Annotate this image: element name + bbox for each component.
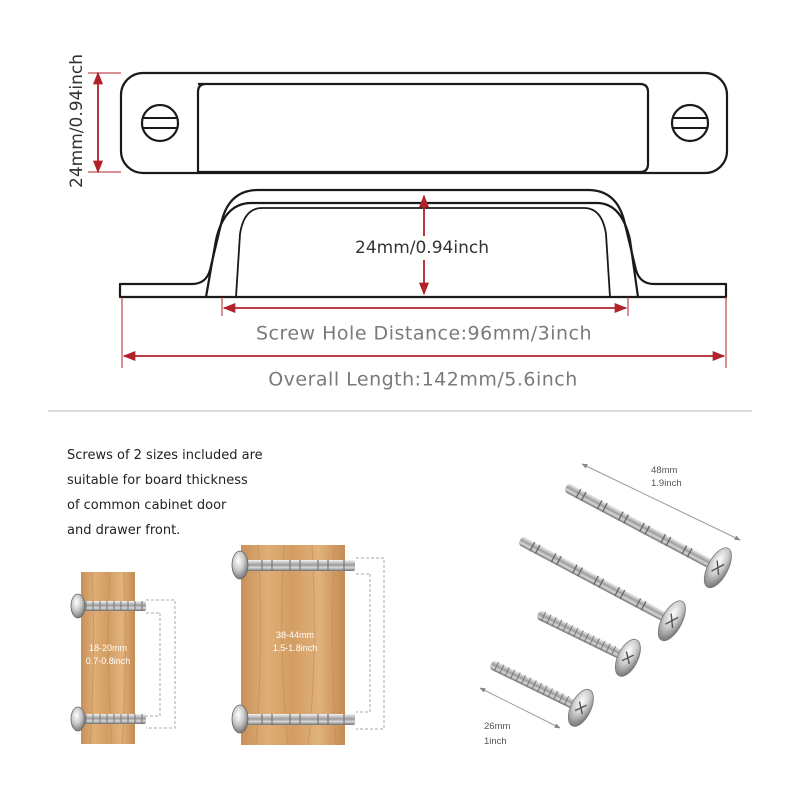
thick-board-bracket bbox=[356, 557, 385, 730]
thin-board-illustration bbox=[70, 571, 176, 745]
long-screw-dimension bbox=[581, 463, 741, 541]
description-line: and drawer front. bbox=[67, 523, 181, 538]
description-line: Screws of 2 sizes included are bbox=[67, 448, 263, 463]
thin-board-bottom-screw bbox=[70, 706, 146, 732]
thick-board-top-screw bbox=[231, 550, 355, 580]
handle-outer-outline bbox=[119, 71, 729, 175]
short-screw-2 bbox=[490, 660, 594, 727]
overall-length-label: Overall Length:142mm/5.6inch bbox=[268, 369, 578, 391]
handle-top-view bbox=[119, 71, 729, 175]
description-line: of common cabinet door bbox=[67, 498, 227, 513]
screw-hole-left bbox=[140, 103, 180, 143]
overall-length-dimension bbox=[121, 297, 727, 368]
description-line: suitable for board thickness bbox=[67, 473, 248, 488]
thin-board-top-screw bbox=[70, 593, 146, 619]
thick-board-illustration bbox=[231, 544, 385, 746]
screw-hole-distance-dimension bbox=[221, 297, 629, 316]
description-text: Screws of 2 sizes included are suitable … bbox=[67, 443, 297, 543]
center-height-label: 24mm/0.94inch bbox=[355, 238, 489, 258]
screw-hole-right bbox=[670, 103, 710, 143]
thin-board-label-inch: 0.7-0.8inch bbox=[86, 656, 131, 666]
side-height-label: 24mm/0.94inch bbox=[67, 54, 87, 188]
center-label-backdrop bbox=[336, 236, 514, 260]
short-screw-label-mm: 26mm bbox=[484, 721, 510, 732]
thick-board-bottom-screw bbox=[231, 704, 355, 734]
thick-board-label-mm: 38-44mm bbox=[276, 630, 314, 640]
thin-board-bracket bbox=[146, 599, 176, 729]
side-height-dimension bbox=[88, 71, 121, 174]
short-screw-1 bbox=[537, 610, 641, 677]
short-screw-dimension bbox=[479, 687, 561, 729]
short-screw-label-inch: 1inch bbox=[484, 736, 507, 747]
screw-hole-distance-label: Screw Hole Distance:96mm/3inch bbox=[256, 323, 592, 345]
long-screw-label-inch: 1.9inch bbox=[651, 478, 682, 489]
handle-side-outline bbox=[118, 188, 728, 299]
screws-illustration bbox=[479, 463, 741, 729]
thick-board-label-inch: 1.5-1.8inch bbox=[273, 643, 318, 653]
thin-board-label-mm: 18-20mm bbox=[89, 643, 127, 653]
handle-inner-outline bbox=[196, 82, 650, 174]
long-screw-2 bbox=[519, 536, 686, 642]
long-screw-label-mm: 48mm bbox=[651, 465, 677, 476]
